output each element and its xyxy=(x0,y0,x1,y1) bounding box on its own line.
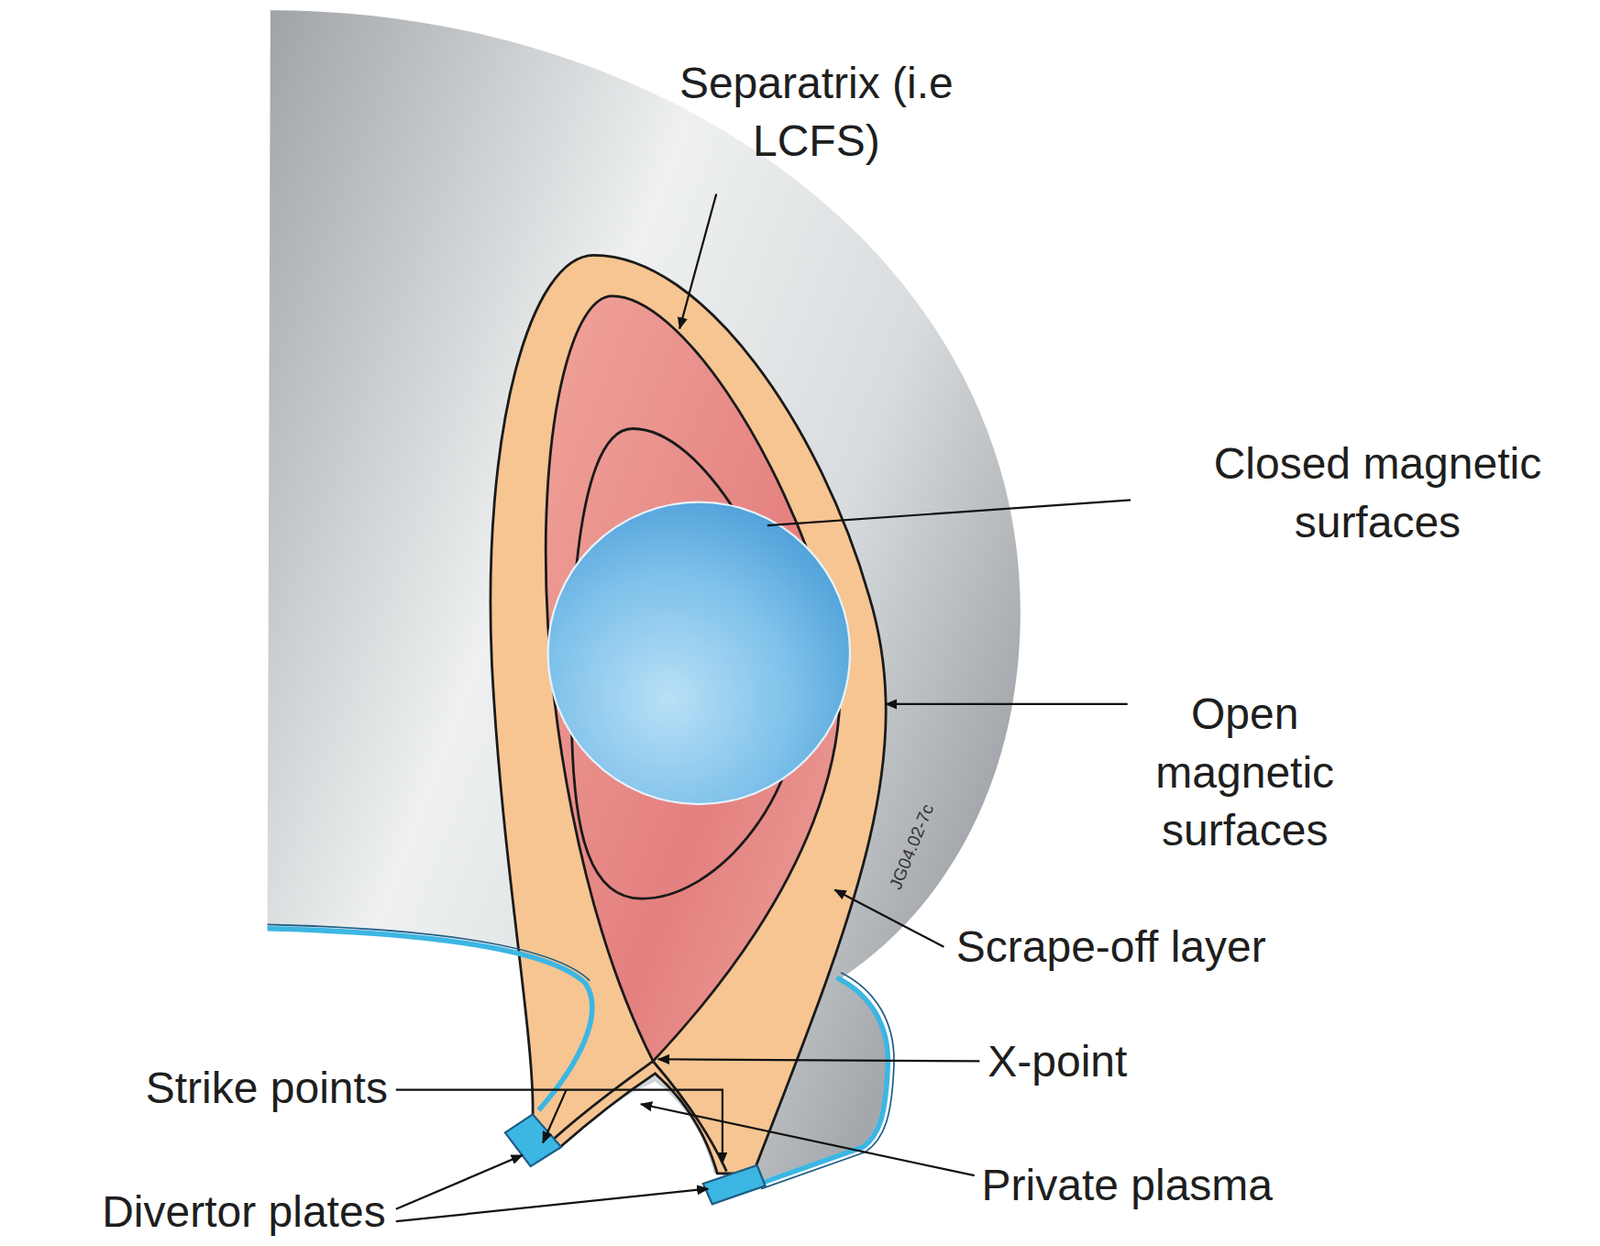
callout-label: Scrape-off layer xyxy=(956,917,1267,976)
leader-line xyxy=(767,499,1131,526)
leader-line xyxy=(679,194,717,330)
leader-line xyxy=(396,1189,709,1223)
callout-label: Strike points xyxy=(145,1059,388,1117)
first-wall xyxy=(761,972,894,1190)
divertor-plate xyxy=(703,1165,766,1204)
vessel-region xyxy=(267,10,1021,1182)
scrape-off-layer xyxy=(490,254,886,1174)
callout-label: Open magnetic surfaces xyxy=(1130,684,1360,860)
leader-line xyxy=(885,703,1128,706)
callout-label: Divertor plates xyxy=(101,1182,386,1241)
leader-line xyxy=(396,1090,723,1164)
leader-line xyxy=(396,1155,523,1210)
callout-label: Private plasma xyxy=(982,1156,1273,1214)
callout-label: X-point xyxy=(987,1032,1127,1091)
leader-line xyxy=(658,1059,981,1061)
callout-label: Separatrix (i.e LCFS) xyxy=(664,54,968,171)
leader-line xyxy=(640,1103,975,1176)
callout-label: Closed magnetic surfaces xyxy=(1184,434,1570,552)
core-plasma xyxy=(548,502,850,805)
leader-line xyxy=(542,1090,567,1144)
first-wall xyxy=(267,924,591,981)
leader-line xyxy=(834,890,944,948)
